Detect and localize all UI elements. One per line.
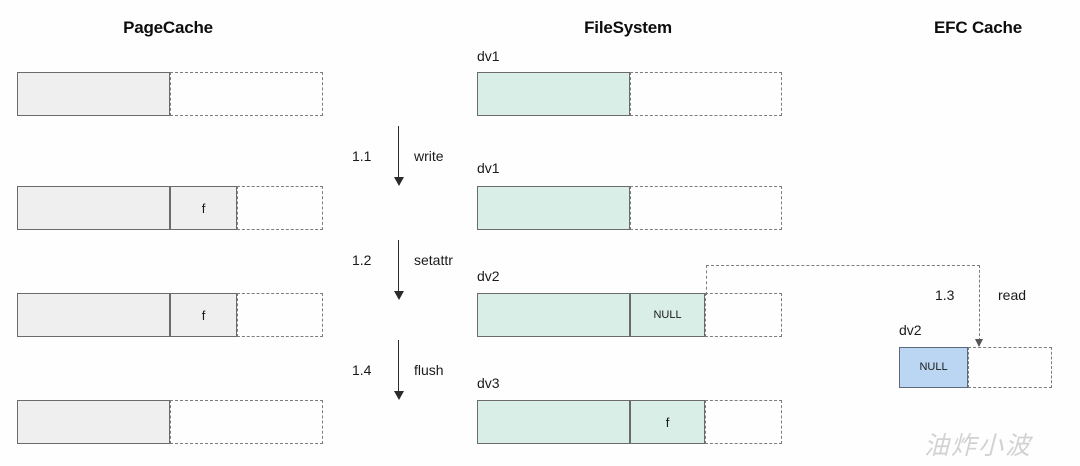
filesystem-row-3-cell-null-label: NULL xyxy=(653,308,682,321)
filesystem-row-1-version: dv1 xyxy=(477,48,500,64)
read-connector-arrowhead-icon xyxy=(975,339,983,347)
read-connector-segment-up xyxy=(706,265,707,295)
column-title-filesystem: FileSystem xyxy=(584,18,672,37)
column-title-pagecache: PageCache xyxy=(123,18,213,37)
filesystem-row-3-version: dv2 xyxy=(477,268,500,284)
step-number-1-4: 1.4 xyxy=(352,362,372,378)
pagecache-row-1-ghost xyxy=(170,72,323,116)
step-number-1-1: 1.1 xyxy=(352,148,372,164)
step-number-1-3: 1.3 xyxy=(935,287,955,303)
filesystem-row-4-cell-f: f xyxy=(630,400,705,444)
pagecache-row-2-ghost xyxy=(237,186,323,230)
step-number-1-2: 1.2 xyxy=(352,252,372,268)
pagecache-row-3-block xyxy=(17,293,170,337)
filesystem-row-1-block xyxy=(477,72,630,116)
pagecache-row-2-cell-f-label: f xyxy=(201,200,206,216)
step-operation-1-4: flush xyxy=(414,362,444,378)
pagecache-row-2-cell-f: f xyxy=(170,186,237,230)
filesystem-row-3-ghost xyxy=(705,293,782,337)
column-title-efc-cache: EFC Cache xyxy=(934,18,1022,37)
pagecache-row-1-block xyxy=(17,72,170,116)
filesystem-row-4-ghost xyxy=(705,400,782,444)
pagecache-row-4-ghost xyxy=(170,400,323,444)
step-operation-1-2: setattr xyxy=(414,252,453,268)
efc-row-1-version: dv2 xyxy=(899,322,922,338)
step-operation-1-1: write xyxy=(414,148,444,164)
filesystem-row-2-block xyxy=(477,186,630,230)
filesystem-row-3-block xyxy=(477,293,630,337)
pagecache-row-3-cell-f-label: f xyxy=(201,307,206,323)
pagecache-row-2-block xyxy=(17,186,170,230)
step-operation-1-3: read xyxy=(998,287,1027,303)
efc-row-1-block-null: NULL xyxy=(899,347,968,388)
filesystem-row-2-ghost xyxy=(630,186,782,230)
pagecache-row-3-cell-f: f xyxy=(170,293,237,337)
read-connector-segment-down xyxy=(979,265,980,341)
efc-row-1-block-null-label: NULL xyxy=(919,361,948,373)
filesystem-row-3-cell-null: NULL xyxy=(630,293,705,337)
read-connector-segment-across xyxy=(706,265,980,266)
filesystem-row-4-block xyxy=(477,400,630,444)
filesystem-row-4-cell-f-label: f xyxy=(665,414,670,430)
filesystem-row-1-ghost xyxy=(630,72,782,116)
filesystem-row-2-version: dv1 xyxy=(477,160,500,176)
filesystem-row-4-version: dv3 xyxy=(477,375,500,391)
pagecache-row-4-block xyxy=(17,400,170,444)
watermark: 油炸小波 xyxy=(924,431,1033,460)
efc-row-1-ghost xyxy=(968,347,1052,388)
pagecache-row-3-ghost xyxy=(237,293,323,337)
